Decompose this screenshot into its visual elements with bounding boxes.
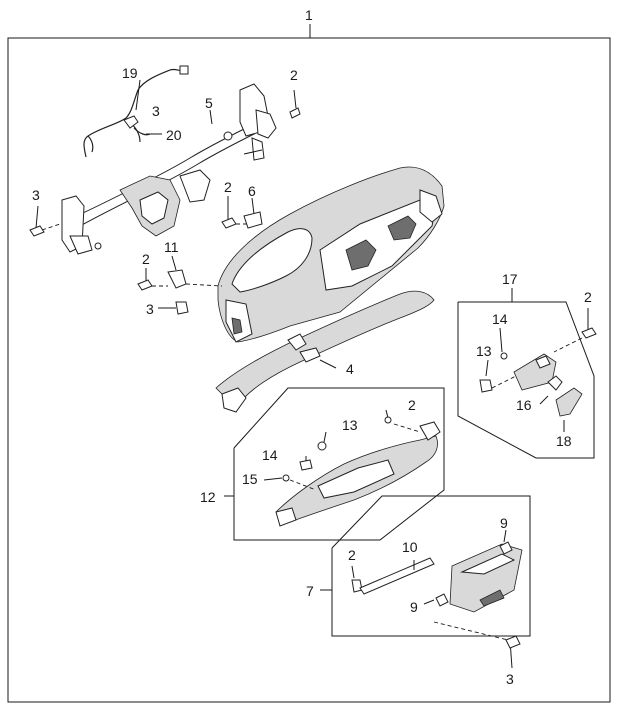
callout-3: 3 bbox=[152, 103, 160, 119]
lamp-subassembly-frame bbox=[457, 288, 595, 459]
callout-12: 12 bbox=[200, 489, 216, 505]
callout-14: 14 bbox=[492, 311, 508, 327]
callout-lines-main bbox=[135, 79, 337, 369]
lower-cover bbox=[263, 409, 441, 527]
callout-2: 2 bbox=[224, 179, 232, 195]
glove-box bbox=[351, 529, 523, 669]
callout-2: 2 bbox=[290, 67, 298, 83]
callout-2: 2 bbox=[584, 289, 592, 305]
bolt-3-lower-left bbox=[158, 301, 189, 315]
callout-5: 5 bbox=[205, 95, 213, 111]
callout-4: 4 bbox=[346, 361, 354, 377]
callout-13: 13 bbox=[342, 417, 358, 433]
cowl-cross-bar bbox=[61, 83, 277, 255]
callout-labels: 1 19 2 5 3 20 3 2 6 11 2 3 4 17 2 14 13 … bbox=[32, 7, 592, 687]
crash-pad bbox=[217, 166, 445, 343]
bolt-2-top bbox=[289, 89, 301, 119]
callout-17: 17 bbox=[502, 271, 518, 287]
callout-2: 2 bbox=[142, 251, 150, 267]
callout-11: 11 bbox=[164, 239, 179, 255]
callout-3: 3 bbox=[32, 187, 40, 203]
callout-2: 2 bbox=[348, 547, 356, 563]
callout-7: 7 bbox=[306, 583, 314, 599]
callout-2: 2 bbox=[408, 397, 416, 413]
bracket-11 bbox=[167, 255, 223, 289]
callout-10: 10 bbox=[402, 539, 418, 555]
callout-1: 1 bbox=[305, 7, 313, 23]
callout-19: 19 bbox=[122, 65, 138, 81]
bolt-3-left bbox=[29, 205, 61, 237]
callout-9: 9 bbox=[500, 515, 508, 531]
callout-16: 16 bbox=[516, 397, 532, 413]
callout-14: 14 bbox=[262, 447, 278, 463]
lamp-subassembly bbox=[479, 308, 597, 432]
callout-9: 9 bbox=[410, 599, 418, 615]
callout-20: 20 bbox=[166, 127, 182, 143]
bolt-2-lower-left bbox=[137, 268, 168, 291]
bolt-2-mid bbox=[221, 196, 248, 229]
lower-cover-frame bbox=[224, 387, 445, 541]
callout-6: 6 bbox=[248, 183, 256, 199]
glove-box-frame bbox=[320, 495, 531, 637]
callout-3: 3 bbox=[146, 301, 154, 317]
callout-18: 18 bbox=[556, 433, 572, 449]
lower-panel bbox=[215, 290, 435, 413]
callout-15: 15 bbox=[242, 471, 258, 487]
bracket-6 bbox=[243, 197, 263, 229]
main-assembly-frame bbox=[7, 24, 611, 703]
callout-13: 13 bbox=[476, 343, 492, 359]
callout-3: 3 bbox=[506, 671, 514, 687]
